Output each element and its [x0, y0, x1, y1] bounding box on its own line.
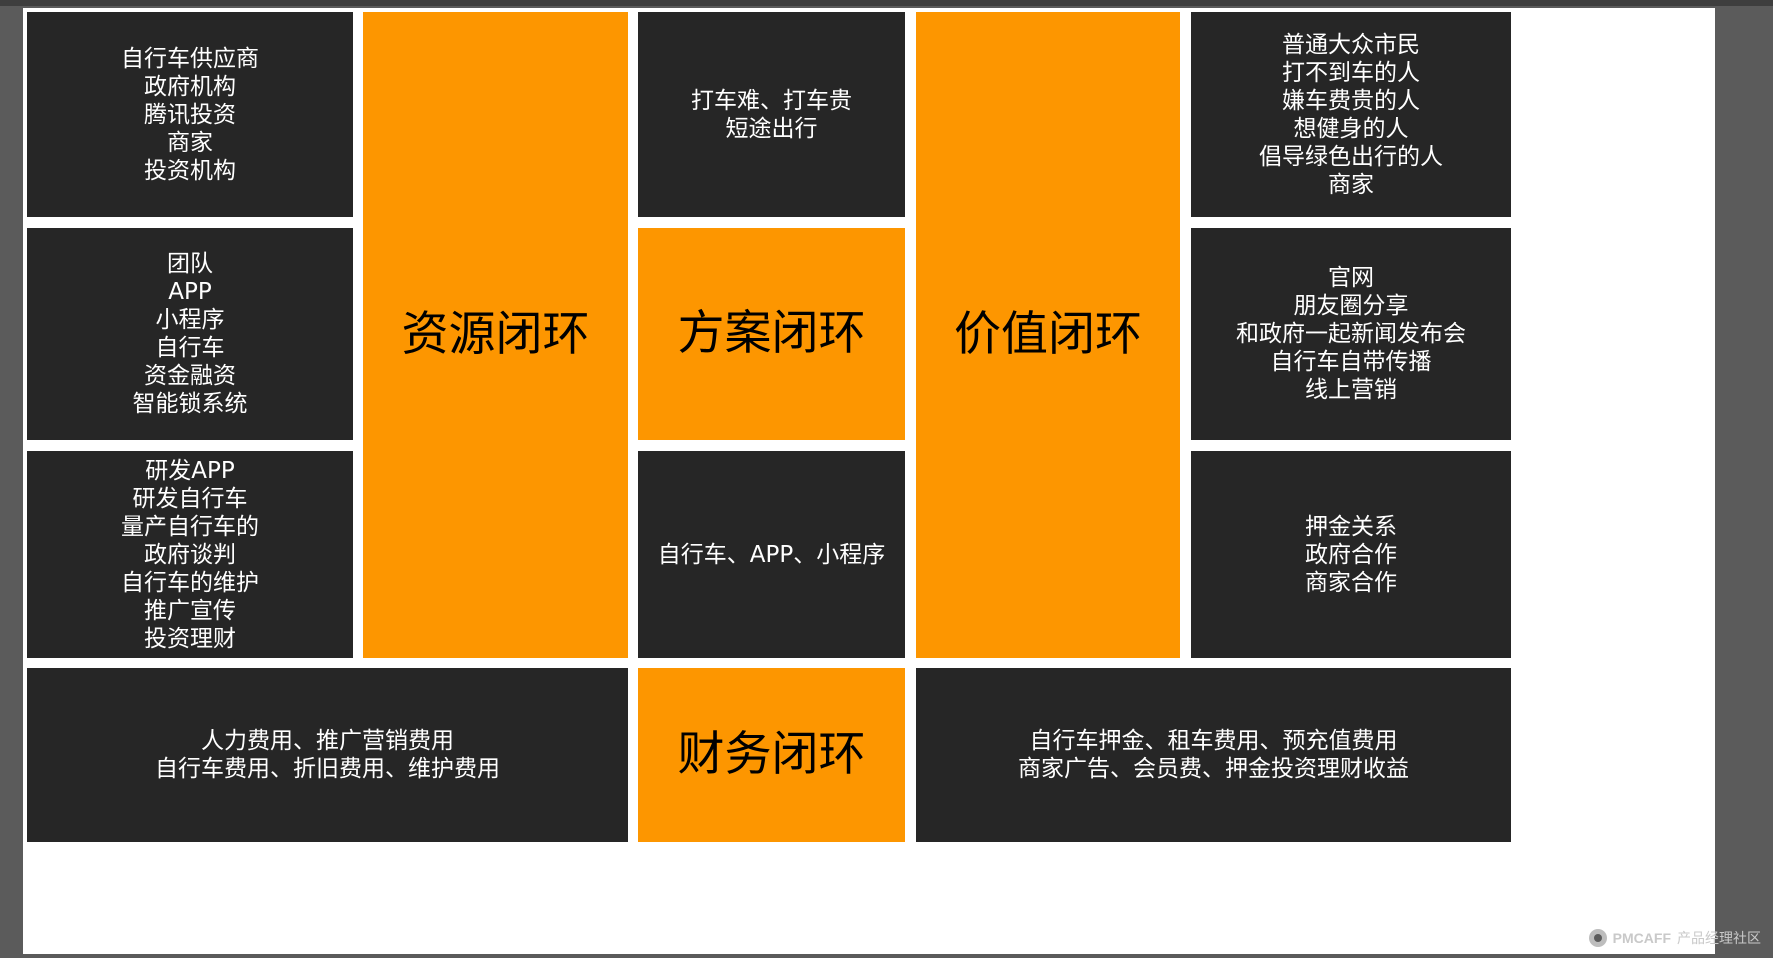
cell-line: 资金融资	[144, 363, 236, 389]
relationships-list: 押金关系政府合作商家合作	[1305, 513, 1397, 597]
cell-line: 商家合作	[1305, 569, 1397, 596]
cell-line: 押金关系	[1305, 513, 1397, 540]
cell-line: 自行车供应商	[121, 45, 259, 72]
cell-relationships: 押金关系政府合作商家合作	[1191, 451, 1511, 658]
cell-line: 腾讯投资	[144, 101, 236, 128]
cell-line: 短途出行	[725, 115, 818, 142]
cell-line: 政府机构	[144, 73, 236, 100]
cell-line: 打不到车的人	[1282, 59, 1420, 86]
cell-finance-loop: 财务闭环	[638, 668, 905, 842]
watermark-brand: PMCAFF	[1612, 930, 1671, 946]
cell-line: 团队	[167, 251, 213, 277]
cell-line: 朋友圈分享	[1293, 293, 1409, 319]
watermark: PMCAFF 产品经理社区	[1588, 928, 1761, 948]
top-bar	[0, 0, 1773, 6]
channels-list: 官网朋友圈分享和政府一起新闻发布会自行车自带传播线上营销	[1236, 264, 1466, 404]
cell-revenues: 自行车押金、租车费用、预充值费用商家广告、会员费、押金投资理财收益	[916, 668, 1511, 842]
cell-line: 量产自行车的	[121, 513, 259, 540]
cell-line: 自行车	[155, 335, 225, 361]
products-list: 自行车、APP、小程序	[658, 541, 885, 569]
cell-problems: 打车难、打车贵短途出行	[638, 12, 905, 217]
cell-line: 研发自行车	[132, 485, 248, 512]
cell-line: 线上营销	[1305, 377, 1397, 403]
solution-loop-title: 方案闭环	[677, 306, 866, 361]
cell-line: 自行车费用、折旧费用、维护费用	[155, 756, 500, 782]
watermark-tagline: 产品经理社区	[1677, 930, 1761, 946]
cell-line: 自行车自带传播	[1270, 349, 1432, 375]
cell-resource-loop: 资源闭环	[363, 12, 628, 658]
cell-channels: 官网朋友圈分享和政府一起新闻发布会自行车自带传播线上营销	[1191, 228, 1511, 440]
costs-list: 人力费用、推广营销费用自行车费用、折旧费用、维护费用	[155, 727, 500, 783]
partners-list: 自行车供应商政府机构腾讯投资商家投资机构	[121, 45, 259, 185]
cell-value-loop: 价值闭环	[916, 12, 1180, 658]
value-loop-title: 价值闭环	[954, 307, 1142, 362]
finance-loop-title: 财务闭环	[677, 727, 866, 782]
cell-line: 商家	[1328, 171, 1374, 198]
cell-line: 投资理财	[144, 625, 236, 652]
cell-line: 政府谈判	[144, 541, 236, 568]
problems-list: 打车难、打车贵短途出行	[691, 87, 852, 143]
cell-line: 商家	[167, 129, 213, 156]
cell-key-partners: 自行车供应商政府机构腾讯投资商家投资机构	[27, 12, 353, 217]
cell-line: 推广宣传	[144, 597, 236, 624]
cell-line: 商家广告、会员费、押金投资理财收益	[1018, 756, 1409, 782]
cell-line: 自行车、APP、小程序	[657, 541, 886, 568]
cell-line: 智能锁系统	[132, 391, 248, 417]
cell-line: 想健身的人	[1293, 115, 1409, 142]
cell-line: 打车难、打车贵	[691, 87, 852, 114]
cell-line: 投资机构	[144, 157, 236, 184]
cell-line: 和政府一起新闻发布会	[1236, 321, 1466, 347]
cell-line: 小程序	[155, 307, 225, 333]
cell-line: 人力费用、推广营销费用	[201, 728, 454, 754]
cell-line: 自行车的维护	[121, 569, 259, 596]
canvas-board: 自行车供应商政府机构腾讯投资商家投资机构 资源闭环 打车难、打车贵短途出行 价值…	[23, 8, 1715, 954]
cell-line: 政府合作	[1305, 541, 1397, 568]
cell-customers: 普通大众市民打不到车的人嫌车费贵的人想健身的人倡导绿色出行的人商家	[1191, 12, 1511, 217]
pmcaff-logo-icon	[1588, 929, 1607, 947]
cell-line: 自行车押金、租车费用、预充值费用	[1029, 728, 1398, 754]
customers-list: 普通大众市民打不到车的人嫌车费贵的人想健身的人倡导绿色出行的人商家	[1259, 31, 1443, 199]
cell-line: 研发APP	[145, 457, 235, 484]
revenues-list: 自行车押金、租车费用、预充值费用商家广告、会员费、押金投资理财收益	[1018, 727, 1409, 783]
cell-line: APP	[168, 279, 212, 305]
cell-line: 官网	[1328, 265, 1374, 291]
cell-line: 倡导绿色出行的人	[1259, 143, 1443, 170]
resource-loop-title: 资源闭环	[401, 307, 590, 362]
cell-costs: 人力费用、推广营销费用自行车费用、折旧费用、维护费用	[27, 668, 628, 842]
cell-products: 自行车、APP、小程序	[638, 451, 905, 658]
cell-solution-loop: 方案闭环	[638, 228, 905, 440]
cell-line: 普通大众市民	[1282, 31, 1420, 58]
cell-line: 嫌车费贵的人	[1282, 87, 1420, 114]
